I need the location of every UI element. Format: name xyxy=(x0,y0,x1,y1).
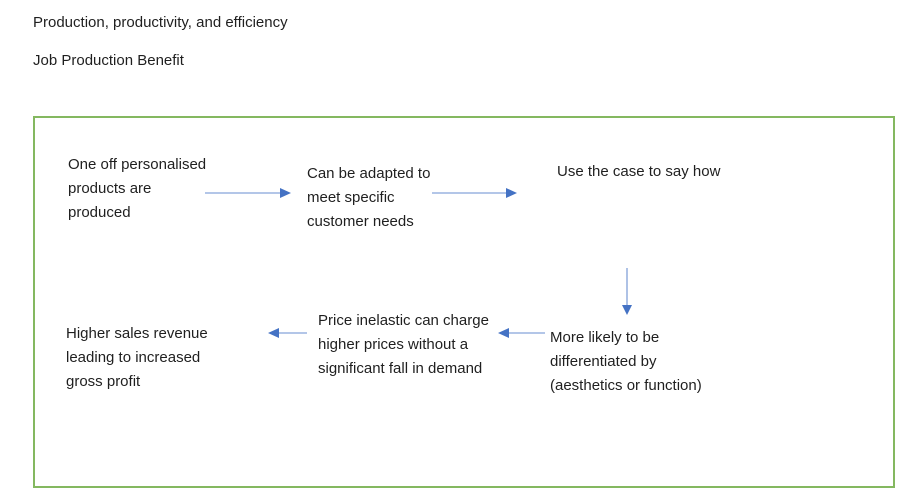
node-text-line: One off personalised xyxy=(68,156,207,173)
down-arrow-icon-usecase-to-differentiated xyxy=(622,268,632,315)
right-arrow-icon-oneoff-to-adapted xyxy=(205,188,291,198)
node-text-line: gross profit xyxy=(66,373,141,390)
node-text-line: Use the case to say how xyxy=(557,163,721,180)
node-text-line: products are xyxy=(68,180,152,197)
node-text-line: significant fall in demand xyxy=(318,360,483,377)
node-text-line: higher prices without a xyxy=(318,336,469,353)
flow-node-one-off-products: One off personalised products are produc… xyxy=(68,153,206,225)
flow-node-differentiated: More likely to be differentiated by (aes… xyxy=(550,326,702,398)
flow-node-higher-sales: Higher sales revenue leading to increase… xyxy=(66,322,208,394)
node-text-line: produced xyxy=(68,204,131,221)
right-arrow-icon-adapted-to-usecase xyxy=(432,188,517,198)
node-text-line: customer needs xyxy=(307,213,414,230)
node-text-line: Can be adapted to xyxy=(307,165,431,182)
node-text-line: meet specific xyxy=(307,189,395,206)
node-text-line: differentiated by xyxy=(550,353,657,370)
node-text-line: More likely to be xyxy=(550,329,660,346)
left-arrow-icon-differentiated-to-priceinelastic xyxy=(498,328,545,338)
flow-node-price-inelastic: Price inelastic can charge higher prices… xyxy=(318,309,489,381)
flow-node-use-the-case: Use the case to say how xyxy=(557,160,720,184)
flow-node-adapted-to-needs: Can be adapted to meet specific customer… xyxy=(307,162,430,234)
page-title: Production, productivity, and efficiency xyxy=(33,14,288,31)
node-text-line: Price inelastic can charge xyxy=(318,312,489,329)
page-subtitle: Job Production Benefit xyxy=(33,52,184,69)
left-arrow-icon-priceinelastic-to-highersales xyxy=(268,328,307,338)
flowchart-border-box xyxy=(33,116,895,488)
node-text-line: leading to increased xyxy=(66,349,201,366)
node-text-line: Higher sales revenue xyxy=(66,325,208,342)
node-text-line: (aesthetics or function) xyxy=(550,377,702,394)
